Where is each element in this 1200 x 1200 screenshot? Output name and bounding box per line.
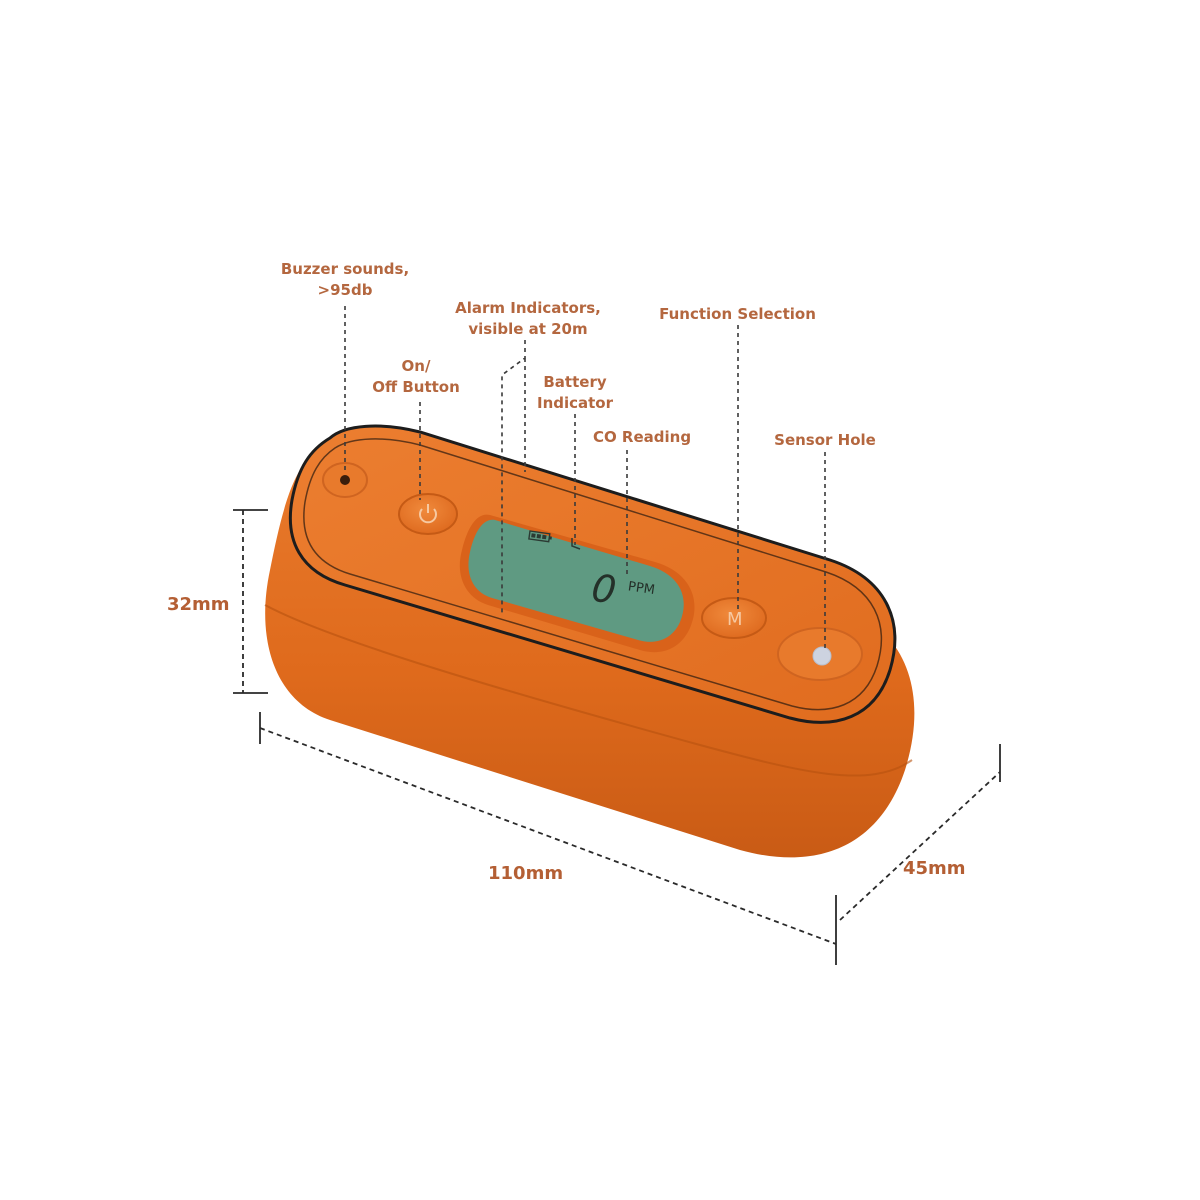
callout-function-selection: Function Selection <box>659 305 816 323</box>
callout-co-reading: CO Reading <box>592 428 692 446</box>
dimension-ticks <box>233 509 1001 965</box>
callout-buzzer: Buzzer sounds, >95db <box>280 260 410 299</box>
power-icon <box>419 504 437 524</box>
sensor-hole <box>812 646 832 666</box>
lcd-bracket <box>571 538 581 550</box>
function-selection-button[interactable] <box>701 597 767 639</box>
battery-icon <box>528 530 552 543</box>
dimension-depth-label: 45mm <box>903 858 966 879</box>
callout-battery-indicator: Battery Indicator <box>536 373 614 412</box>
lcd-unit: PPM <box>627 579 656 598</box>
dimension-height-label: 32mm <box>167 594 230 615</box>
on-off-button[interactable] <box>398 493 458 535</box>
lcd-screen <box>468 519 684 642</box>
device-top-rim <box>303 438 883 711</box>
callout-alarm-indicators: Alarm Indicators, visible at 20m <box>455 299 601 338</box>
device-seam <box>264 604 913 777</box>
mode-button-letter: M <box>727 609 743 630</box>
callout-sensor-hole: Sensor Hole <box>774 431 876 449</box>
callout-on-off-button: On/ Off Button <box>372 357 460 396</box>
dimension-length-label: 110mm <box>488 863 564 884</box>
dimension-lines <box>242 510 1001 945</box>
leader-lines <box>344 306 826 648</box>
